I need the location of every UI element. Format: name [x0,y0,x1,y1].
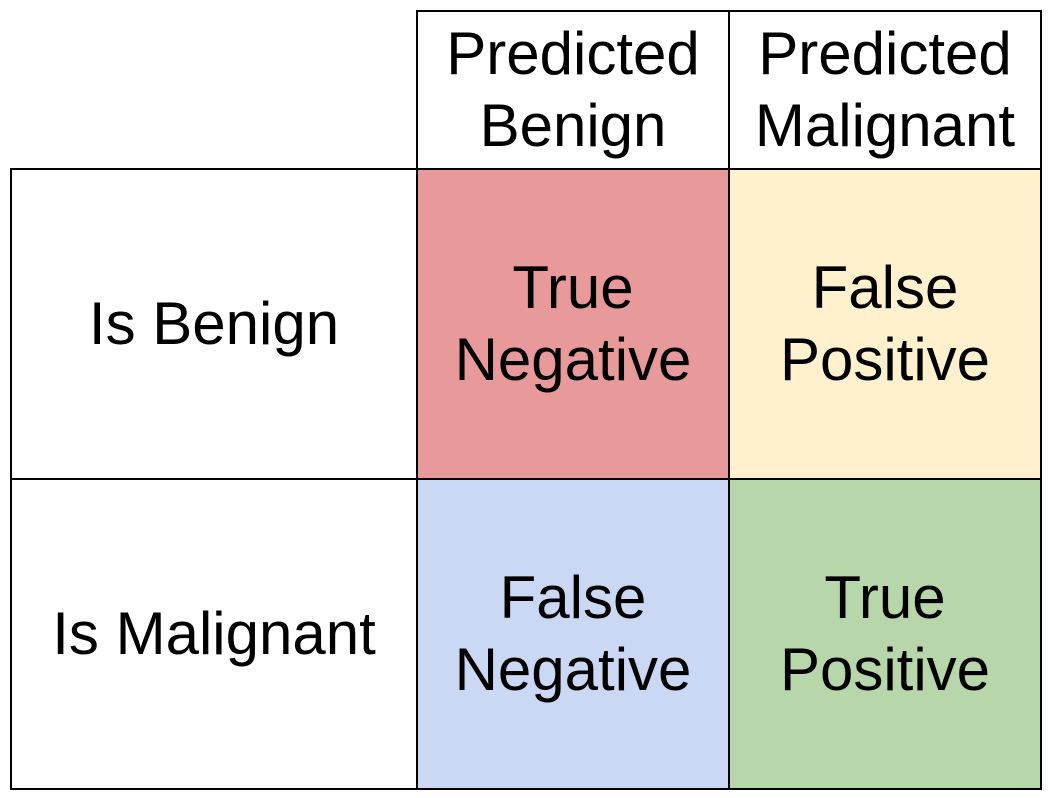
cell-line1: False [811,254,959,321]
cell-line1: True [824,564,946,631]
cell-line1: False [499,564,647,631]
cell-line2: Negative [454,326,692,393]
cell-line2: Positive [779,636,991,703]
cell-false-positive: False Positive [728,168,1042,480]
column-header-predicted-benign: Predicted Benign [416,10,730,170]
column-header-predicted-malignant: Predicted Malignant [728,10,1042,170]
cell-line1: True [512,254,634,321]
column-header-line2: Benign [479,92,667,159]
cell-false-negative: False Negative [416,478,730,790]
row-header-label: Is Malignant [52,600,376,667]
column-header-line1: Predicted [446,20,700,87]
cell-line2: Positive [779,326,991,393]
cell-true-positive: True Positive [728,478,1042,790]
row-header-is-benign: Is Benign [10,168,418,480]
column-header-line1: Predicted [758,20,1012,87]
column-header-line2: Malignant [754,92,1016,159]
row-header-is-malignant: Is Malignant [10,478,418,790]
cell-line2: Negative [454,636,692,703]
cell-true-negative: True Negative [416,168,730,480]
row-header-label: Is Benign [88,290,340,357]
